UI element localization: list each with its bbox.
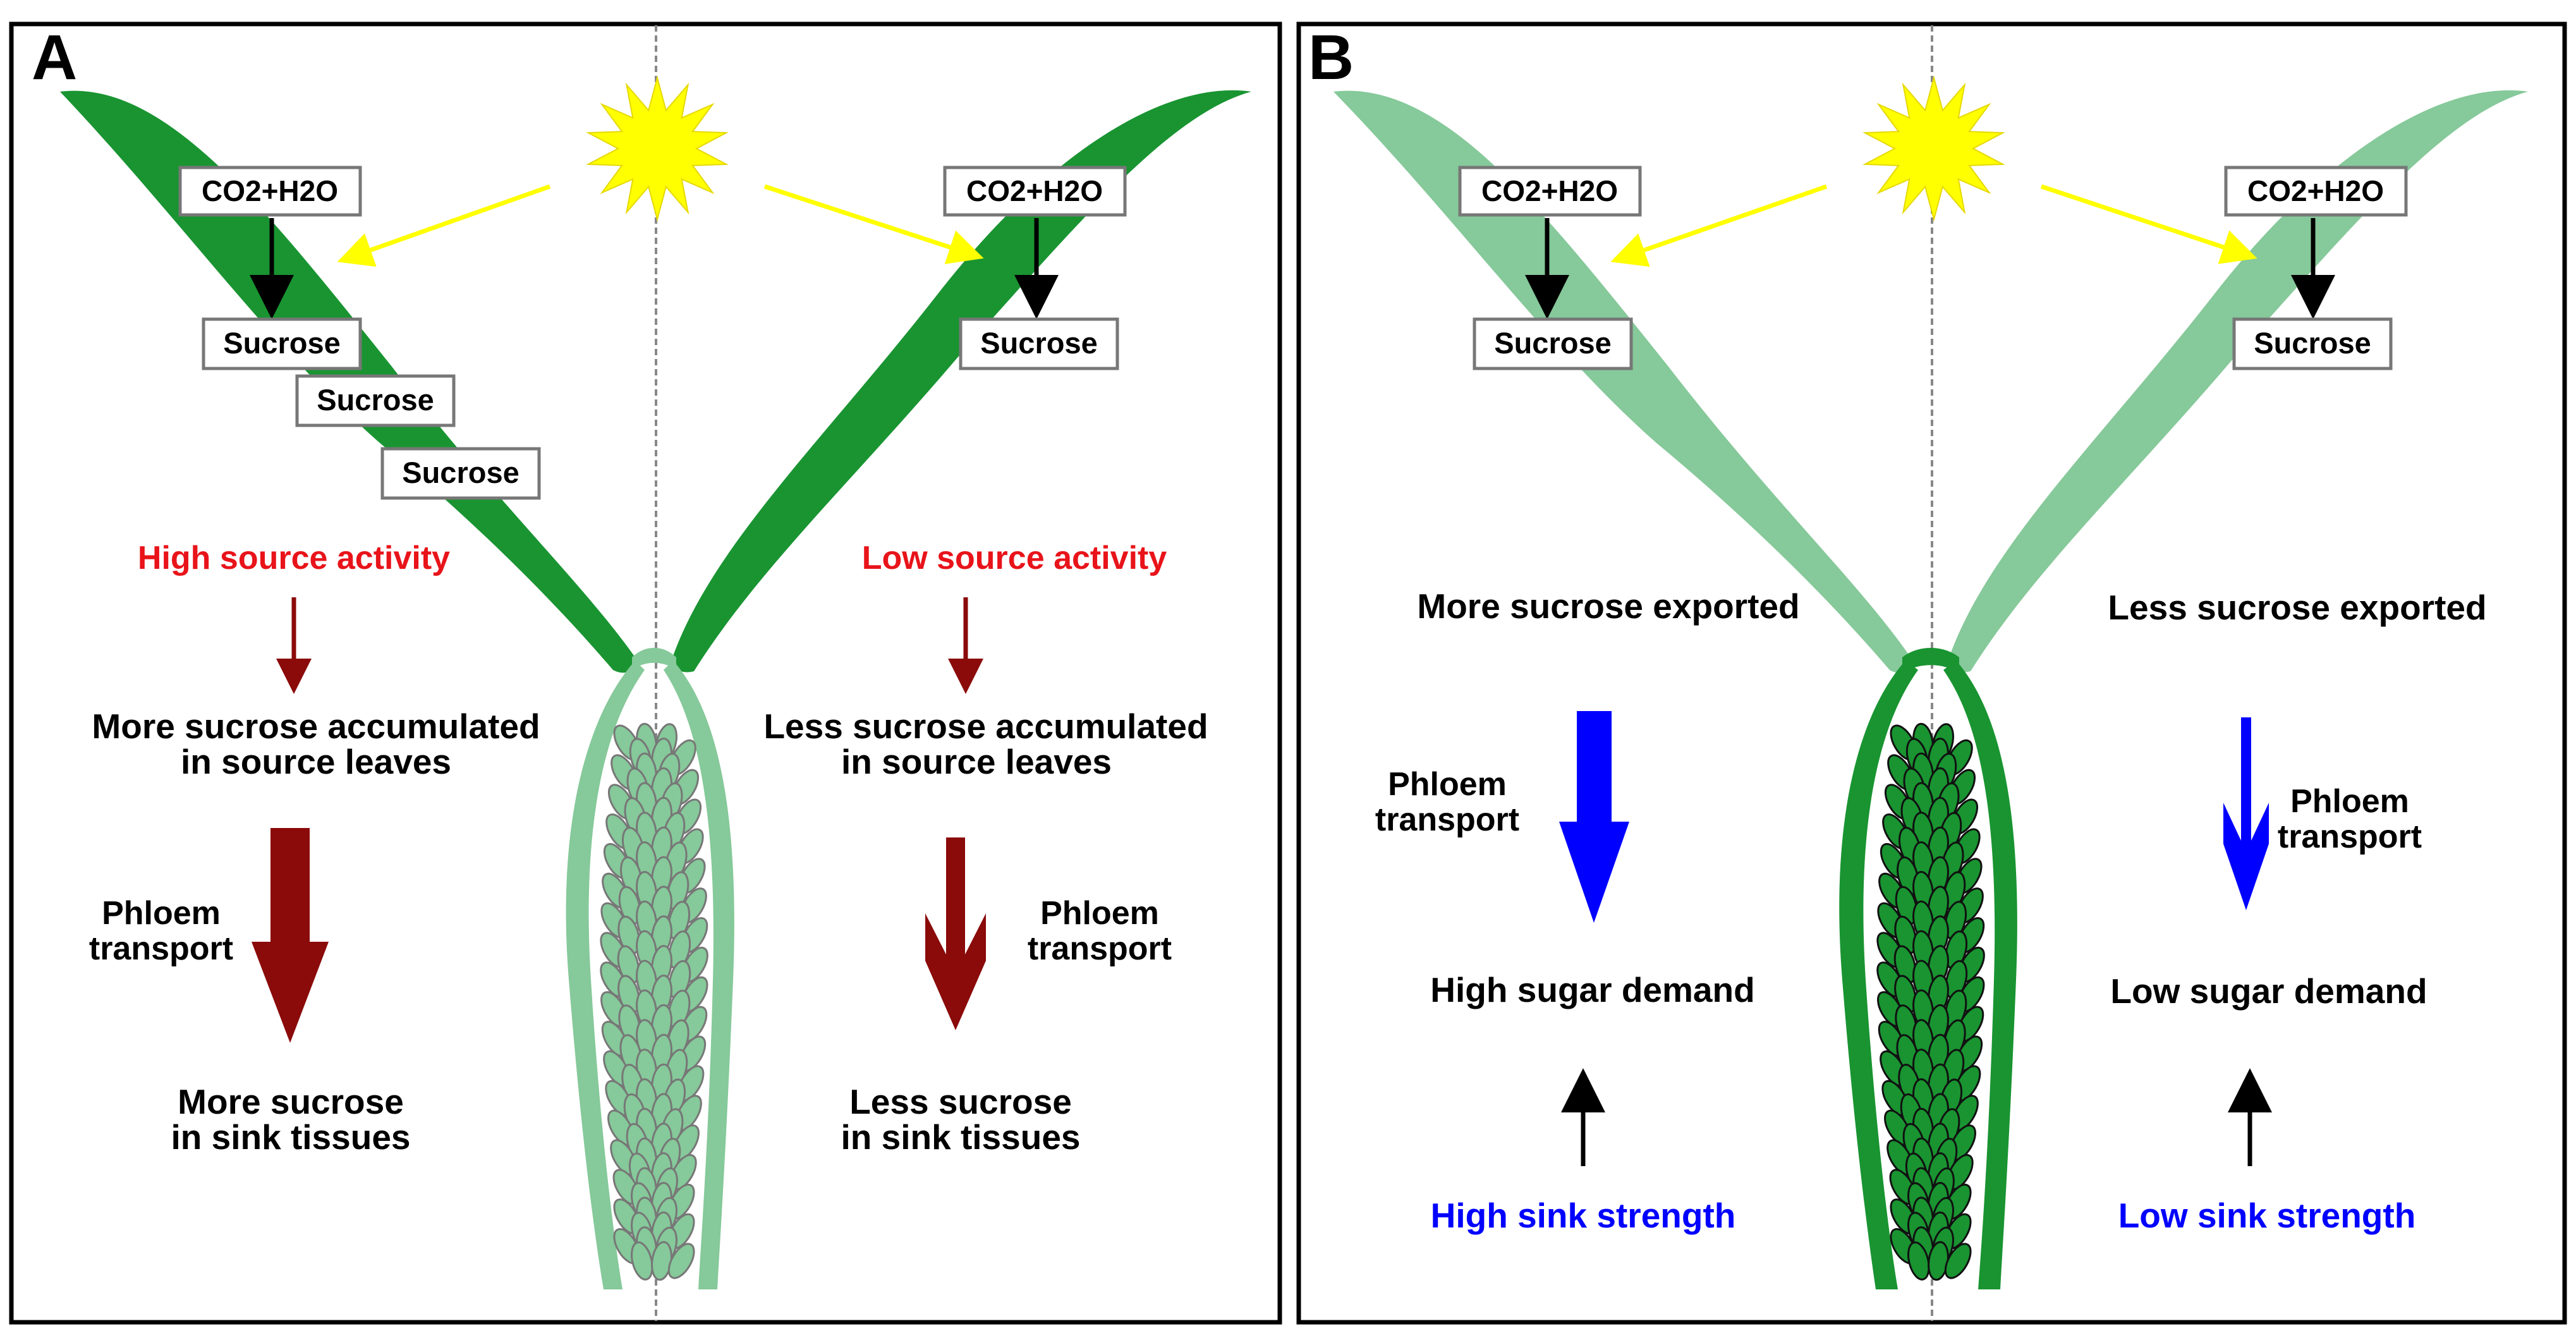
panel-b-sheath-top: [1902, 648, 1959, 673]
exported-left: More sucrose exported: [1417, 587, 1799, 626]
panel-a: CO2+H2O Sucrose Sucrose Sucrose High sou…: [9, 21, 1282, 1325]
sucrose-label: Sucrose: [1494, 326, 1611, 360]
sink-right-line2: in sink tissues: [841, 1117, 1080, 1157]
co2-box-left: [178, 166, 362, 217]
grain: [1944, 1243, 1972, 1279]
phloem-arrow-thin: [925, 837, 986, 1030]
panel-b: CO2+H2O Sucrose More sucrose exported Ph…: [1296, 21, 2567, 1325]
sucrose-label: Sucrose: [980, 326, 1097, 360]
co2-box-right: [943, 166, 1127, 217]
panel-b-sheath-left: [1839, 660, 1918, 1289]
panel-a-sheath-right: [664, 660, 734, 1289]
accumulated-left-line1: More sucrose accumulated: [92, 707, 540, 746]
phloem-label-left-line2: transport: [89, 930, 233, 967]
co2-label-right: CO2+H2O: [966, 174, 1103, 207]
sucrose-label: Sucrose: [223, 326, 340, 360]
phloem-arrow-thick: [252, 828, 329, 1043]
demand-right: Low sugar demand: [2110, 971, 2427, 1011]
sink-strength-right: Low sink strength: [2118, 1196, 2416, 1235]
phloem-label-left-line2: transport: [1375, 801, 1519, 838]
sunlight-arrow-right: [763, 184, 984, 264]
sucrose-box: [295, 374, 456, 427]
grain: [1907, 1241, 1930, 1281]
panel-a-sheath-left: [566, 660, 645, 1289]
exported-right: Less sucrose exported: [2108, 588, 2486, 627]
phloem-label-right-line2: transport: [2278, 819, 2422, 855]
co2-box-right: [2224, 166, 2408, 217]
phloem-label-right-line1: Phloem: [1040, 895, 1159, 932]
sink-strength-left: High sink strength: [1431, 1196, 1736, 1235]
co2-label-right: CO2+H2O: [2247, 174, 2384, 207]
sucrose-box: [1473, 317, 1633, 370]
phloem-label-right-line1: Phloem: [2290, 783, 2409, 820]
sunlight-arrow-left: [337, 184, 551, 267]
sink-right-line1: Less sucrose: [849, 1082, 1072, 1121]
accumulated-right-line2: in source leaves: [841, 742, 1112, 781]
sucrose-label: Sucrose: [402, 456, 519, 489]
phloem-arrow-blue-thick: [1559, 711, 1629, 923]
sunlight-arrow-left: [1610, 184, 1828, 267]
panel-b-sheath-right: [1943, 660, 2017, 1289]
sun-icon: [586, 75, 729, 222]
panel-a-panicle: [600, 722, 708, 1281]
panel-b-left-leaf: [1334, 90, 1915, 673]
co2-label-left: CO2+H2O: [202, 174, 338, 207]
panel-a-right-leaf: [670, 90, 1251, 673]
panel-b-label: B: [1308, 22, 1354, 93]
demand-left: High sugar demand: [1430, 970, 1754, 1009]
panel-a-sheath-top: [632, 648, 676, 670]
co2-box-left: [1458, 166, 1642, 217]
sunlight-arrow-right: [2040, 184, 2257, 264]
sucrose-label: Sucrose: [317, 383, 434, 417]
phloem-arrow-blue-thin: [2223, 717, 2269, 910]
phloem-label-left-line1: Phloem: [102, 895, 221, 932]
phloem-label-right-line2: transport: [1028, 930, 1172, 967]
accumulated-right-line1: Less sucrose accumulated: [763, 707, 1208, 746]
phloem-label-left-line1: Phloem: [1388, 766, 1507, 803]
sucrose-box: [380, 447, 541, 500]
sucrose-box: [959, 317, 1119, 370]
grain: [631, 1241, 653, 1281]
source-activity-left: High source activity: [138, 540, 450, 576]
sucrose-box: [202, 317, 362, 370]
co2-label-left: CO2+H2O: [1481, 174, 1618, 207]
source-activity-right: Low source activity: [862, 540, 1167, 576]
grain: [667, 1243, 695, 1279]
sucrose-label: Sucrose: [2254, 326, 2371, 360]
panel-a-label: A: [32, 22, 77, 93]
sun-icon: [1862, 75, 2005, 222]
panel-b-panicle: [1876, 722, 1985, 1281]
sink-left-line1: More sucrose: [178, 1082, 404, 1121]
sink-left-line2: in sink tissues: [171, 1117, 410, 1157]
sucrose-box: [2232, 317, 2393, 370]
panel-b-right-leaf: [1947, 90, 2528, 673]
accumulated-left-line2: in source leaves: [181, 742, 451, 781]
